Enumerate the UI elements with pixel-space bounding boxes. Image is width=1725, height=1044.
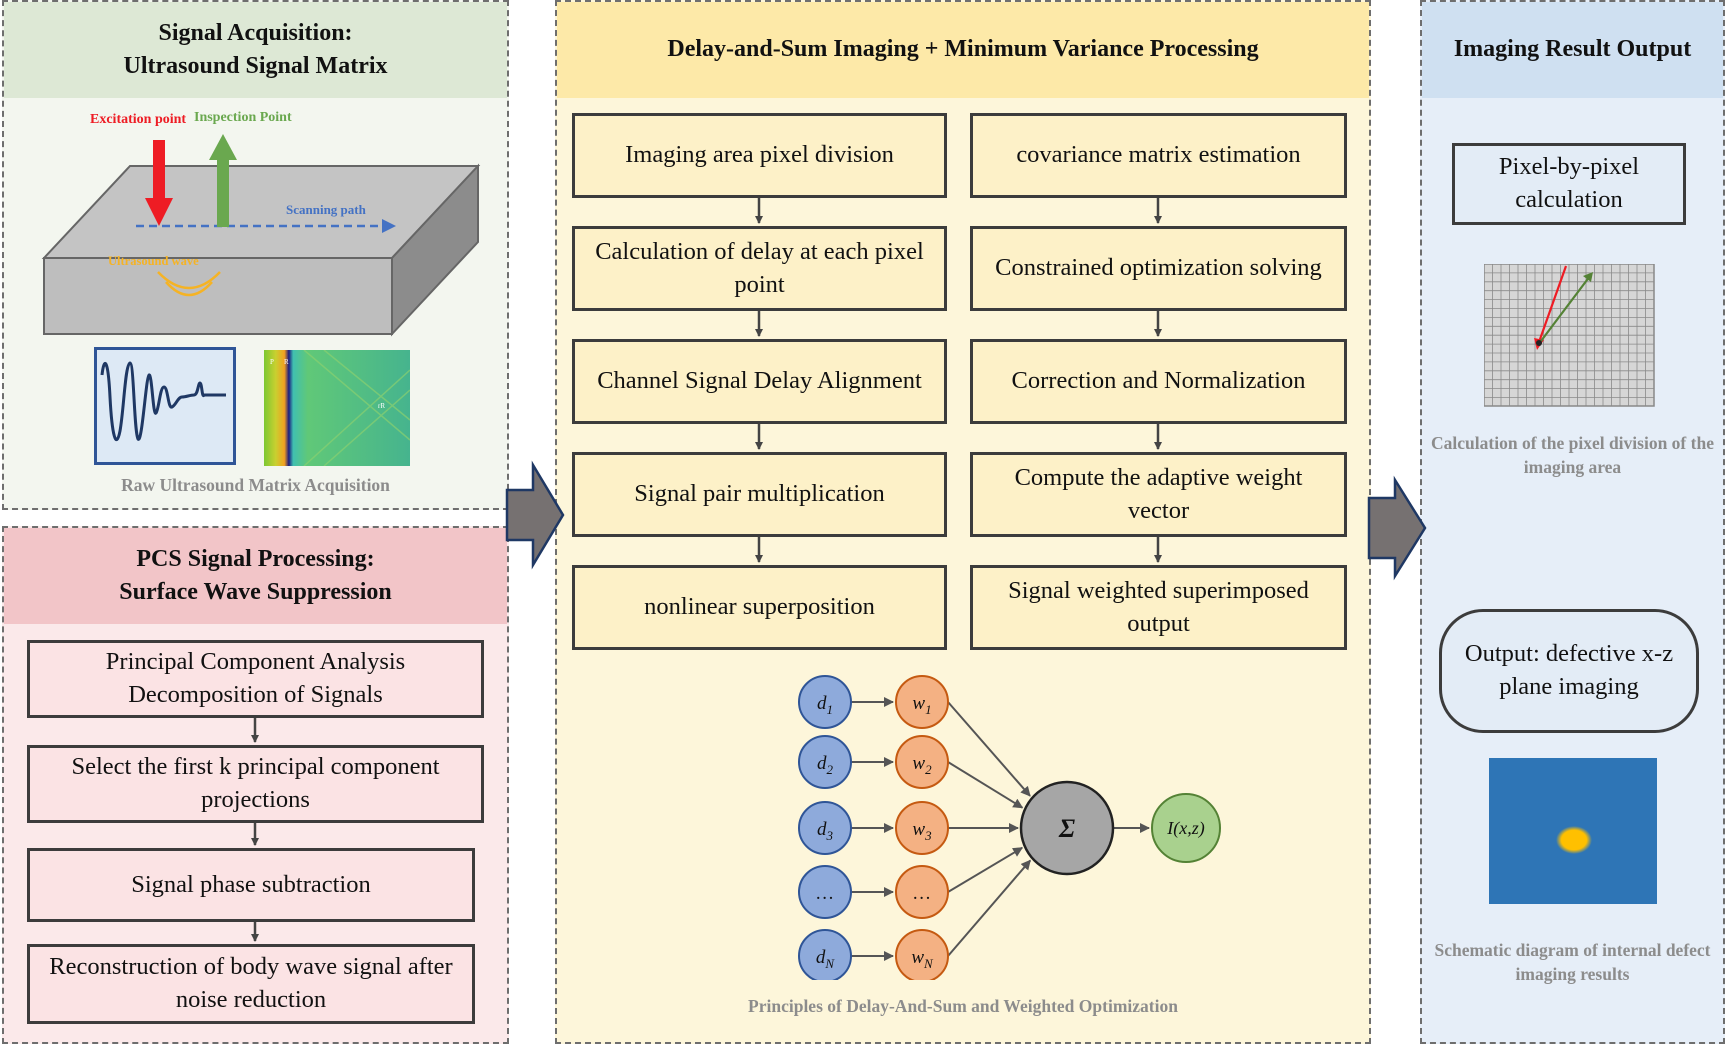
das-left-step-3: Channel Signal Delay Alignment <box>572 339 947 424</box>
das-caption: Principles of Delay-And-Sum and Weighted… <box>748 996 1178 1016</box>
pcs-step-4: Reconstruction of body wave signal after… <box>27 944 475 1024</box>
inspection-arrow <box>209 134 237 227</box>
pixel-calc-box: Pixel-by-pixel calculation <box>1452 143 1686 225</box>
das-right-step-3: Correction and Normalization <box>970 339 1347 424</box>
das-left-step-1: Imaging area pixel division <box>572 113 947 198</box>
das-right-step-4: Compute the adaptive weight vector <box>970 452 1347 537</box>
result-caption: Schematic diagram of internal defect ima… <box>1434 940 1711 984</box>
excitation-label: Excitation point <box>90 112 187 127</box>
input-node-2 <box>798 735 852 789</box>
output-imaging-box: Output: defective x-z plane imaging <box>1439 609 1699 733</box>
weight-node-3 <box>895 801 949 855</box>
das-right-step-1: covariance matrix estimation <box>970 113 1347 198</box>
pcs-step-3: Signal phase subtraction <box>27 848 475 922</box>
output-node-label: I(x,z) <box>1166 818 1204 839</box>
input-node-label-4: … <box>817 883 834 904</box>
excitation-arrow <box>145 140 173 226</box>
big-arrow-2 <box>1367 475 1427 581</box>
bscan-matrix-image: P R rR <box>264 350 410 466</box>
pcs-step-2: Select the first k principal component p… <box>27 745 484 823</box>
output-header: Imaging Result Output <box>1422 2 1723 98</box>
das-left-step-2: Calculation of delay at each pixel point <box>572 226 947 311</box>
acquisition-caption: Raw Ultrasound Matrix Acquisition <box>121 475 390 495</box>
das-right-step-2: Constrained optimization solving <box>970 226 1347 311</box>
inspection-label: Inspection Point <box>194 110 292 125</box>
weight-node-label-4: … <box>914 883 931 904</box>
sum-node-label: Σ <box>1058 814 1075 843</box>
input-node-4 <box>798 865 852 919</box>
pcs-step-1: Principal Component Analysis Decompositi… <box>27 640 484 718</box>
das-right-step-5: Signal weighted superimposed output <box>970 565 1347 650</box>
svg-text:P: P <box>270 358 274 366</box>
weight-node-2 <box>895 735 949 789</box>
scanning-path-arrow <box>136 219 396 233</box>
acquisition-title-line1: Signal Acquisition: <box>158 19 353 46</box>
das-title: Delay-and-Sum Imaging + Minimum Variance… <box>667 36 1259 63</box>
weight-node-4 <box>895 865 949 919</box>
das-header: Delay-and-Sum Imaging + Minimum Variance… <box>557 2 1369 98</box>
weight-node-1 <box>895 675 949 729</box>
pcs-title-line2: Surface Wave Suppression <box>119 579 392 605</box>
defect-result-image <box>1489 758 1657 904</box>
pcs-title-line1: PCS Signal Processing: <box>136 545 375 572</box>
pixel-grid-image <box>1484 264 1655 407</box>
das-left-step-5: nonlinear superposition <box>572 565 947 650</box>
output-title: Imaging Result Output <box>1453 36 1692 63</box>
svg-text:rR: rR <box>378 402 385 410</box>
input-node-5 <box>798 929 852 980</box>
weight-node-5 <box>895 929 949 980</box>
acquisition-header: Signal Acquisition: Ultrasound Signal Ma… <box>4 2 507 98</box>
ultrasound-label: Ultrasound wave <box>108 254 199 268</box>
output-node <box>1151 793 1221 863</box>
input-node-1 <box>798 675 852 729</box>
pcs-header: PCS Signal Processing: Surface Wave Supp… <box>4 528 507 624</box>
sum-node <box>1019 780 1115 876</box>
big-arrow-1 <box>505 460 565 570</box>
svg-text:R: R <box>284 358 289 366</box>
input-node-3 <box>798 801 852 855</box>
specimen-block <box>41 163 481 337</box>
scanning-path-label: Scanning path <box>286 202 366 217</box>
grid-caption: Calculation of the pixel division of the… <box>1431 433 1714 477</box>
waveform-plot <box>94 347 236 465</box>
das-left-step-4: Signal pair multiplication <box>572 452 947 537</box>
acquisition-title-line2: Ultrasound Signal Matrix <box>123 53 388 79</box>
acquisition-panel: Signal Acquisition: Ultrasound Signal Ma… <box>2 0 509 510</box>
ultrasound-wave-icon <box>157 271 221 297</box>
